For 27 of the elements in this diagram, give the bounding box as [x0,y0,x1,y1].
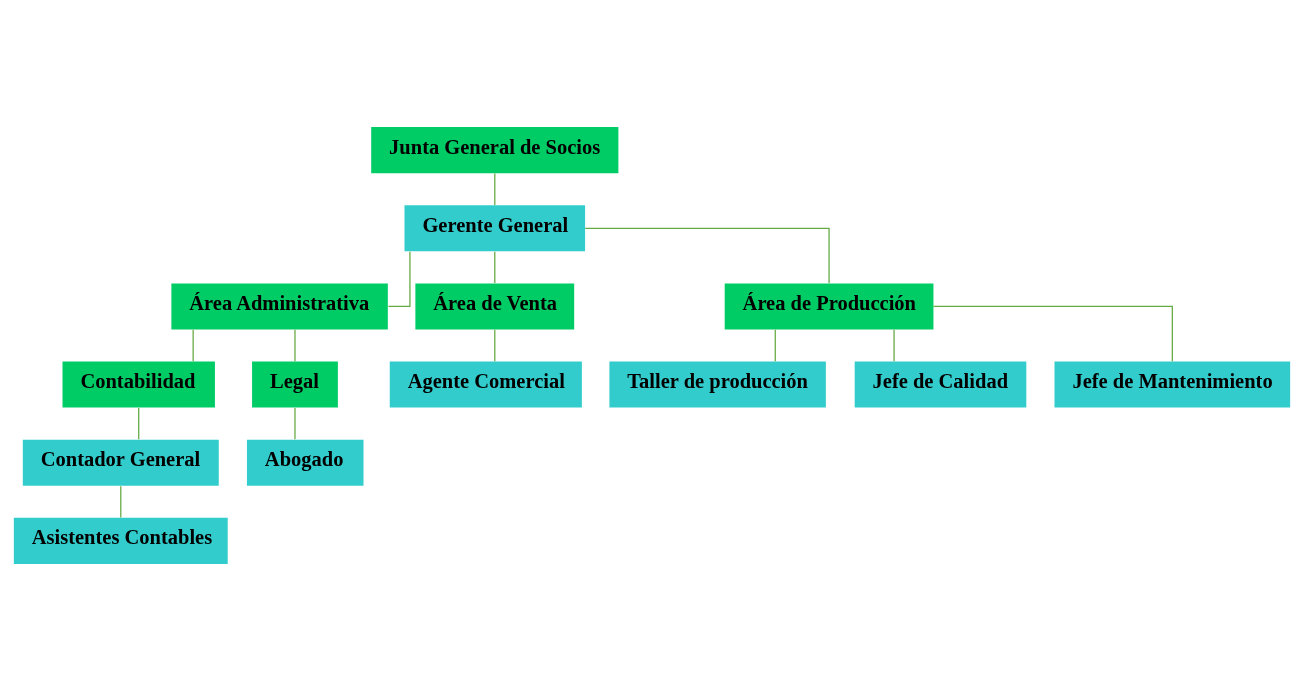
connector [138,407,140,440]
node-box: Jefe de Mantenimiento [1054,361,1291,408]
node-box: Asistentes Contables [13,517,228,564]
connector [494,329,496,362]
connector [387,251,411,308]
node-box: Contador General [22,439,219,486]
connector [932,305,1173,362]
node-box: Contabilidad [62,361,215,408]
node-box: Abogado [246,439,364,486]
node-box: Área Administrativa [171,283,388,330]
node-box: Gerente General [404,205,586,252]
connector [494,251,496,284]
connector [774,329,776,362]
node-box: Área de Producción [724,283,934,330]
connector [294,407,296,440]
connector [584,227,830,284]
node-box: Taller de producción [609,361,826,408]
connector [893,329,895,362]
connector [494,173,496,206]
node-box: Legal [252,361,338,408]
node-box: Jefe de Calidad [854,361,1027,408]
connector [294,329,296,362]
connector [120,485,122,519]
node-box: Área de Venta [415,283,575,330]
connector [192,329,194,362]
node-box: Junta General de Socios [371,127,619,174]
node-box: Agente Comercial [389,361,582,408]
